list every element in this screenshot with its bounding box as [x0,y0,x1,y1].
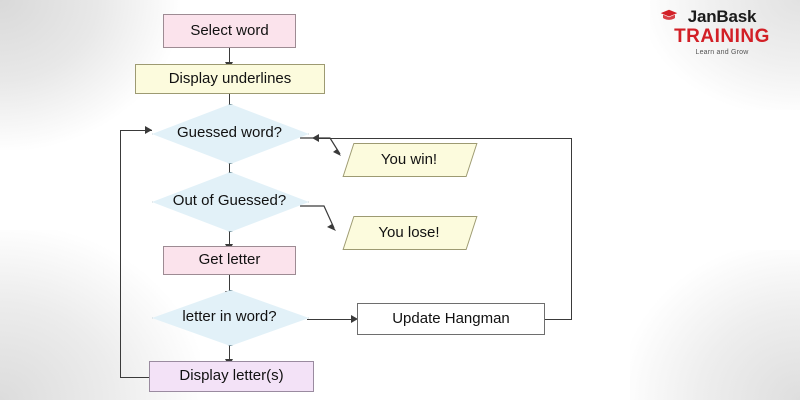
node-get-letter[interactable]: Get letter [163,246,298,277]
logo-tagline: Learn and Grow [695,49,749,56]
node-display-letters-label: Display letter(s) [179,367,284,385]
edge-letter-in-word-to-update-hangman [307,319,355,320]
node-display-letters[interactable]: Display letter(s) [149,361,316,394]
node-display-underlines-label: Display underlines [168,69,292,87]
edge-update-hangman-loop-back [316,138,572,139]
edge-left-loop-stub [130,130,152,131]
logo-wordmark-line1: JanBask [658,8,786,25]
node-you-win-label: You win! [380,150,438,168]
edge-guessed-word-to-out-of-guessed [229,161,230,179]
edge-display-letters-loop-up [120,130,121,378]
node-letter-in-word-label: letter in word? [182,307,277,325]
node-out-of-guessed-label: Out of Guessed? [172,191,287,209]
background-gradient-bottom-right [630,250,800,400]
logo-wordmark-line2: TRAINING [674,26,770,47]
node-letter-in-word[interactable]: letter in word? [152,290,310,347]
node-display-underlines[interactable]: Display underlines [135,64,327,96]
edge-get-letter-to-letter-in-word [229,275,230,293]
edge-out-of-guessed-to-you-lose [300,205,336,231]
arrowhead-left-1 [312,134,319,142]
node-select-word[interactable]: Select word [163,14,298,50]
node-update-hangman[interactable]: Update Hangman [357,303,547,337]
edge-update-hangman-loop-up [571,138,572,320]
graduation-cap-icon [660,9,678,20]
edge-update-hangman-loop-out [545,319,572,320]
node-update-hangman-label: Update Hangman [392,309,510,327]
edge-display-letters-loop-out [120,377,150,378]
node-you-lose-label: You lose! [378,223,440,241]
edge-out-of-guessed-to-get-letter [229,228,230,246]
edge-select-word-to-display-underlines [229,48,230,64]
node-guessed-word-label: Guessed word? [176,123,283,141]
edge-letter-in-word-to-display-letters [229,343,230,361]
edge-display-underlines-to-guessed-word [229,94,230,112]
node-select-word-label: Select word [190,21,269,39]
arrowhead-right-1 [351,315,358,323]
node-guessed-word[interactable]: Guessed word? [152,104,310,165]
node-get-letter-label: Get letter [198,251,261,269]
logo-word-jan: Jan [687,7,717,26]
janbask-training-logo: JanBask TRAINING Learn and Grow [658,8,786,56]
logo-word-bask: Bask [716,7,757,26]
node-out-of-guessed[interactable]: Out of Guessed? [152,172,310,233]
node-you-lose[interactable]: You lose! [342,216,479,251]
node-you-win[interactable]: You win! [342,143,479,178]
